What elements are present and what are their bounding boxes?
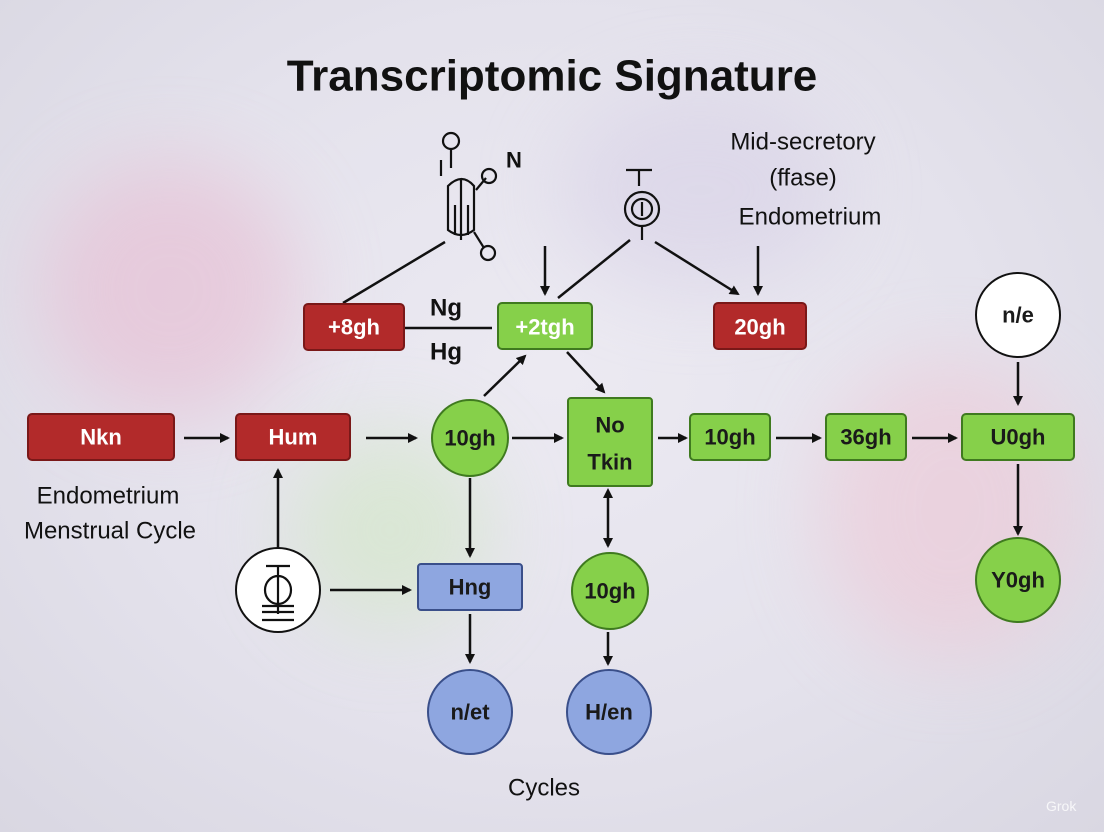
node-2tgh[interactable]: +2tgh: [497, 302, 593, 350]
phi-symbol-node[interactable]: [235, 547, 321, 633]
node-20gh-label: 20gh: [734, 315, 785, 340]
node-10gh-circle-b-label: 10gh: [584, 579, 635, 604]
node-8gh-label: +8gh: [328, 315, 380, 340]
molecule-icon: [439, 131, 498, 262]
label-cycles: Cycles: [508, 775, 580, 802]
node-hum[interactable]: Hum: [235, 413, 351, 461]
background-blob-pink: [40, 160, 300, 420]
node-hng[interactable]: Hng: [417, 563, 523, 611]
node-no-tkin[interactable]: No Tkin: [567, 397, 653, 487]
label-ng: Ng: [430, 295, 462, 322]
edge-2tgh-to-notkin: [566, 351, 606, 394]
node-36gh[interactable]: 36gh: [825, 413, 907, 461]
node-8gh[interactable]: +8gh: [303, 303, 405, 351]
node-nkn[interactable]: Nkn: [27, 413, 175, 461]
node-36gh-label: 36gh: [840, 425, 891, 450]
node-no-tkin-line2: Tkin: [587, 450, 632, 475]
connectors: [184, 239, 1023, 666]
edge-cell-to-2tgh: [557, 239, 631, 299]
node-y0gh-label: Y0gh: [991, 568, 1045, 593]
node-no-tkin-line1: No: [595, 413, 624, 438]
edge-10gh-to-2tgh: [483, 354, 527, 397]
node-n-et-label: n/et: [450, 700, 490, 725]
molecule-n-label: N: [506, 148, 522, 173]
edge-molecule-to-8gh: [342, 240, 446, 305]
node-n-e-label: n/e: [1002, 303, 1034, 328]
label-endometrium-top: Endometrium: [739, 204, 882, 231]
label-menstrual-cycle: Menstrual Cycle: [24, 518, 196, 545]
node-h-en[interactable]: H/en: [566, 669, 652, 755]
node-u0gh[interactable]: U0gh: [961, 413, 1075, 461]
node-hng-label: Hng: [449, 575, 492, 600]
background-blob-lilac: [560, 90, 840, 290]
node-10gh-circle-a-label: 10gh: [444, 426, 495, 451]
node-10gh-rect[interactable]: 10gh: [689, 413, 771, 461]
label-hg: Hg: [430, 339, 462, 366]
node-10gh-circle-b[interactable]: 10gh: [571, 552, 649, 630]
node-u0gh-label: U0gh: [991, 425, 1046, 450]
node-y0gh[interactable]: Y0gh: [975, 537, 1061, 623]
node-hum-label: Hum: [269, 425, 318, 450]
node-10gh-circle-a[interactable]: 10gh: [431, 399, 509, 477]
node-h-en-label: H/en: [585, 700, 633, 725]
cell-icon: [623, 168, 661, 240]
node-nkn-label: Nkn: [80, 425, 122, 450]
node-n-et[interactable]: n/et: [427, 669, 513, 755]
label-endometrium: Endometrium: [37, 483, 180, 510]
diagram-title: Transcriptomic Signature: [287, 52, 818, 101]
label-mid-secretory: Mid-secretory: [730, 129, 875, 156]
label-phase: (ffase): [769, 165, 837, 192]
watermark-text: Grok: [1046, 798, 1077, 814]
node-n-e[interactable]: n/e: [975, 272, 1061, 358]
phi-symbol-icon: [262, 564, 294, 622]
node-10gh-rect-label: 10gh: [704, 425, 755, 450]
node-20gh[interactable]: 20gh: [713, 302, 807, 350]
edge-cell-to-20gh: [654, 240, 740, 296]
node-2tgh-label: +2tgh: [515, 315, 574, 340]
